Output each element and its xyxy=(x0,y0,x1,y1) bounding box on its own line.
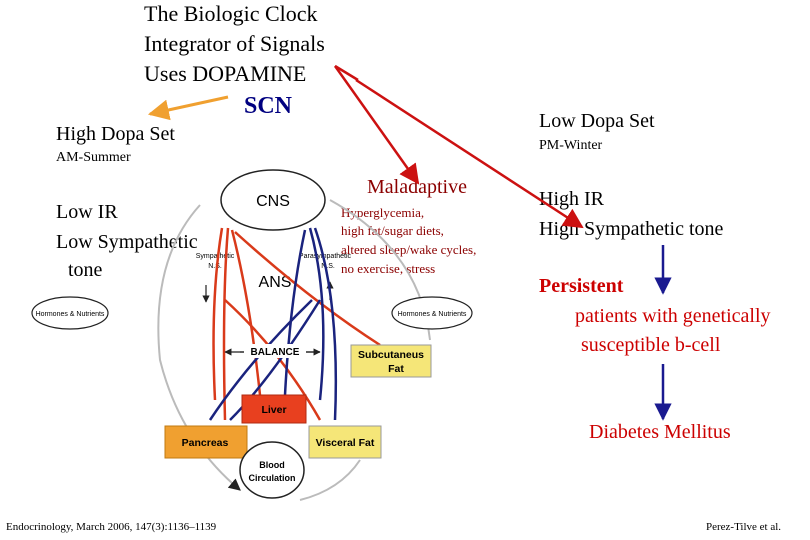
hormones-left-label: Hormones & Nutrients xyxy=(36,311,105,318)
factor-hyperglycemia: Hyperglycemia, xyxy=(341,205,425,220)
header-line-2: Integrator of Signals xyxy=(144,31,325,56)
subcutaneous-fat-label: Fat xyxy=(388,363,404,375)
liver-label: Liver xyxy=(261,404,286,416)
cns-ellipse xyxy=(220,169,326,231)
parasympathetic-label: Parasympathetic xyxy=(299,253,352,260)
citation-left: Endocrinology, March 2006, 147(3):1136–1… xyxy=(6,521,217,533)
cns-label: CNS xyxy=(256,193,290,210)
header-line-3: Uses DOPAMINE xyxy=(144,61,307,86)
orange-arrow xyxy=(147,95,229,121)
blood-label: Blood xyxy=(259,460,285,470)
diabetes-mellitus: Diabetes Mellitus xyxy=(589,421,731,443)
high-ir: High IR xyxy=(539,188,604,210)
pancreas-box xyxy=(164,425,248,459)
sympathetic-ns: N.S. xyxy=(208,263,222,270)
sympathetic-pathways xyxy=(212,227,381,421)
citation-right: Perez-Tilve et al. xyxy=(706,521,782,533)
balance-label: BALANCE xyxy=(251,347,300,358)
high-dopa-set: High Dopa Set xyxy=(56,123,175,145)
tone-label: tone xyxy=(68,259,103,281)
patients-line-2: susceptible b-cell xyxy=(581,334,721,356)
liver-box xyxy=(241,394,307,424)
factor-sleep: altered sleep/wake cycles, xyxy=(341,242,477,257)
outer-cycle-arc-bottom xyxy=(299,459,361,501)
parasympathetic-pathways xyxy=(208,227,338,421)
pancreas-label: Pancreas xyxy=(182,437,229,449)
blood-circulation-ellipse xyxy=(239,441,305,499)
subcutaneous-fat-box xyxy=(350,344,432,378)
maladaptive-heading: Maladaptive xyxy=(367,176,467,198)
visceral-fat-label: Visceral Fat xyxy=(316,437,375,449)
header-line-1: The Biologic Clock xyxy=(144,1,318,26)
red-arrow-to-sympathetic xyxy=(355,78,584,229)
low-dopa-set: Low Dopa Set xyxy=(539,110,655,132)
high-sympathetic-tone: High Sympathetic tone xyxy=(539,218,724,240)
hormones-right-label: Hormones & Nutrients xyxy=(398,311,467,318)
ans-label: ANS xyxy=(259,274,292,291)
circulation-label: Circulation xyxy=(248,473,295,483)
am-summer: AM-Summer xyxy=(56,150,131,165)
pm-winter: PM-Winter xyxy=(539,138,603,153)
red-line-from-dopamine xyxy=(334,64,359,82)
subcutaneous-label: Subcutaneus xyxy=(358,349,424,361)
red-arrow-to-maladaptive xyxy=(333,65,420,185)
low-ir: Low IR xyxy=(56,201,118,223)
sympathetic-label: Sympathetic xyxy=(196,253,235,260)
factor-exercise: no exercise, stress xyxy=(341,261,436,276)
patients-line-1: patients with genetically xyxy=(575,305,771,327)
persistent-label: Persistent xyxy=(539,275,624,297)
factor-diets: high fat/sugar diets, xyxy=(341,223,444,238)
parasympathetic-ns: N.S. xyxy=(321,263,335,270)
low-sympathetic: Low Sympathetic xyxy=(56,231,198,253)
hormones-right-ellipse xyxy=(391,296,473,330)
hormones-left-ellipse xyxy=(31,296,109,330)
visceral-fat-box xyxy=(308,425,382,459)
scn-label: SCN xyxy=(244,93,293,119)
